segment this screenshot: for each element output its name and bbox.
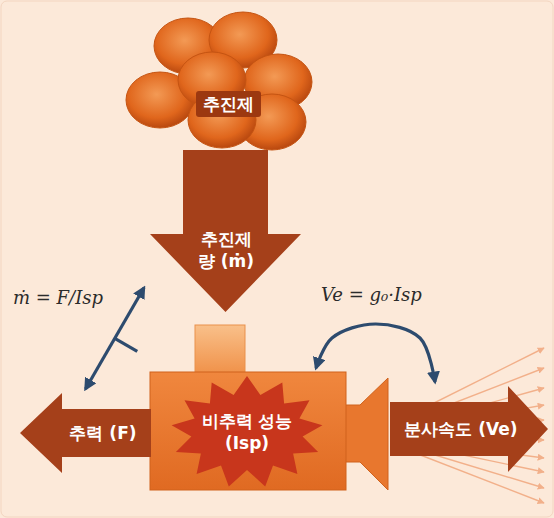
arrow-shape [150, 150, 301, 312]
engine-nozzle [345, 378, 388, 490]
engine-box: 비추력 성능 (Isp) [150, 372, 346, 490]
formula-label: Ve = g₀·Isp [318, 283, 425, 306]
text-area: 비추력 성능 (Isp) [184, 400, 310, 464]
thrust-arrow: 추력 (F) [20, 393, 151, 473]
node-label: 추진제량 (ṁ) [197, 228, 255, 272]
formula-label: ṁ = F/Isp [10, 286, 106, 309]
arrow-shape [20, 393, 151, 473]
tick-mark [115, 338, 138, 351]
arrow-shape [390, 386, 548, 472]
node-label: 추력 (F) [69, 422, 136, 444]
propellant-cluster: 추진제 [122, 4, 328, 156]
node-label: 비추력 성능 (Isp) [191, 410, 303, 454]
text-area: 추진제 [168, 84, 288, 124]
starburst [172, 376, 323, 486]
engine-cap [195, 325, 245, 373]
text-area: 추진제량 (ṁ) [193, 212, 259, 288]
text-area: 추력 (F) [56, 409, 150, 457]
node-label: 분사속도 (Ve) [404, 418, 517, 440]
flow-arrow: 추진제량 (ṁ) [148, 150, 303, 314]
exhaust-arrow: 분사속도 (Ve) [390, 386, 548, 472]
node-label: 추진제 [196, 91, 261, 117]
text-area: 분사속도 (Ve) [392, 402, 530, 456]
node-shape [122, 4, 328, 156]
node-shape [150, 372, 346, 490]
engine-body [150, 372, 346, 490]
